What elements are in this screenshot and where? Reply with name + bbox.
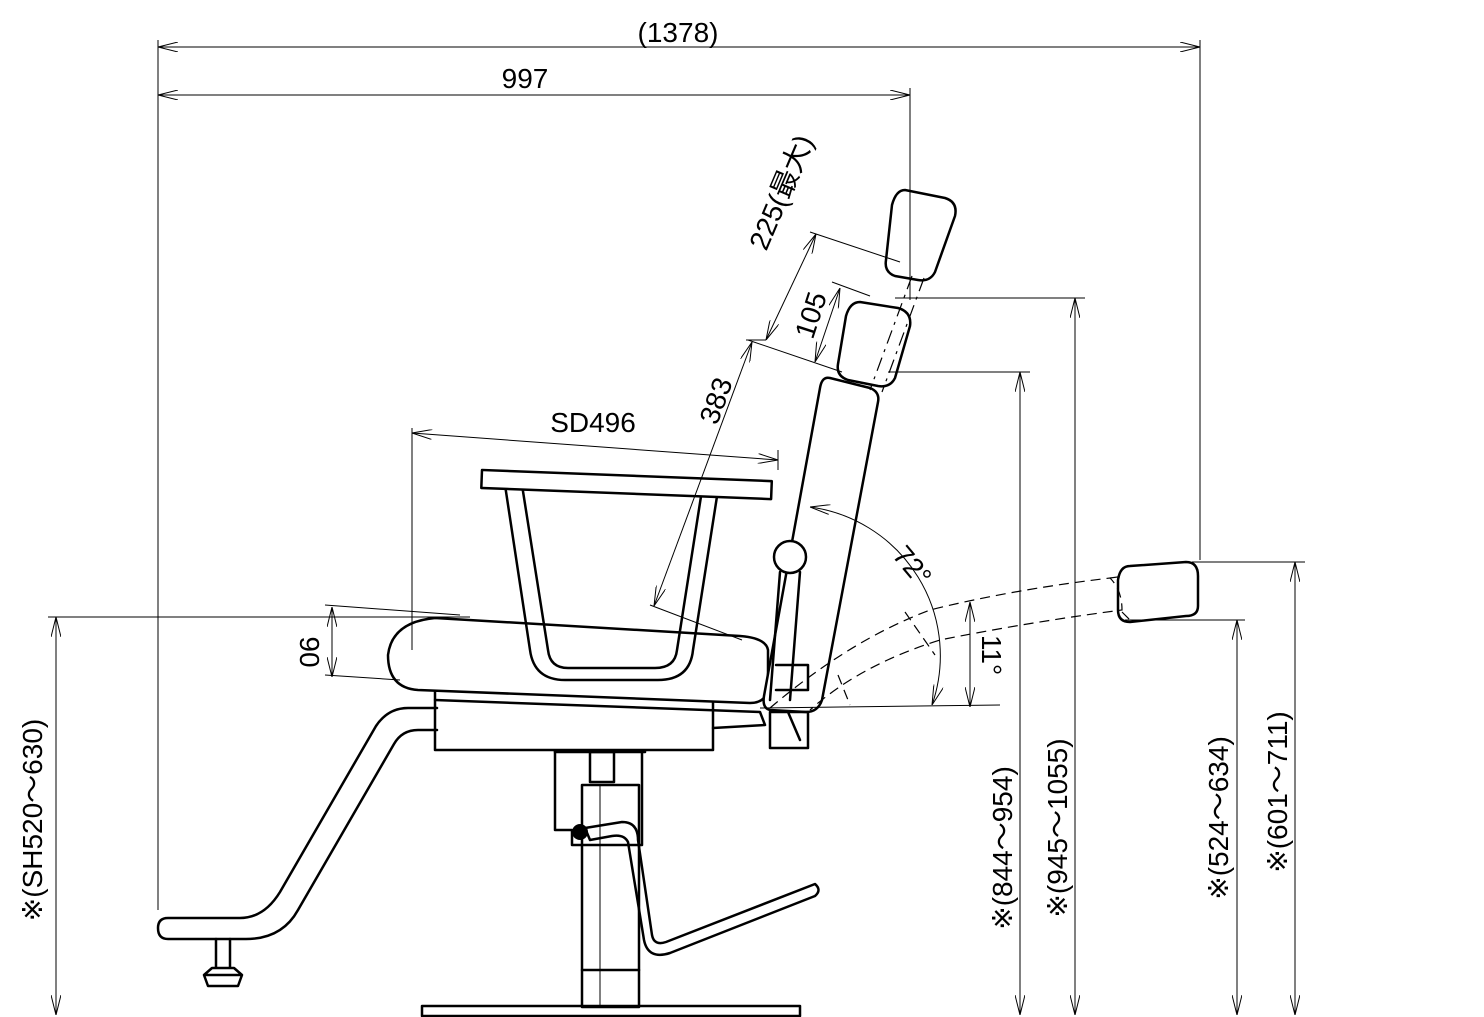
- footrest-frame: [156, 706, 439, 941]
- footrest-adjuster: [202, 937, 244, 988]
- dim-line-headrest-height: [815, 288, 840, 362]
- label-backrest-length: 383: [694, 373, 739, 428]
- label-overall-length: (1378): [638, 17, 719, 48]
- label-seat-height: ※(SH520～630): [17, 719, 48, 921]
- armrest-pad: [480, 468, 774, 501]
- label-headrest-travel: 225(最大): [743, 130, 819, 254]
- pump-housing: [553, 748, 644, 847]
- chair-body: [156, 188, 1200, 1017]
- dim-line-headrest-travel: [766, 234, 816, 340]
- armrest: [503, 483, 720, 682]
- recline-lever-knob: [772, 539, 808, 575]
- label-headrest-height: 105: [789, 288, 833, 342]
- label-length: 997: [502, 63, 549, 94]
- label-reclined-low: ※(524～634): [1203, 736, 1234, 900]
- pump-pedal: [583, 820, 820, 957]
- dim-line-backrest-length: [654, 342, 752, 606]
- label-seat-depth: SD496: [550, 407, 636, 438]
- reclined-headrest-phantom: [1116, 560, 1200, 624]
- hydraulic-column: [580, 783, 641, 1009]
- dimension-labels: (1378) 997 225(最大) 105 383 SD496 90 72° …: [17, 17, 1293, 930]
- label-seat-thickness: 90: [294, 636, 325, 667]
- backrest-hinge: [768, 710, 810, 750]
- headrest-raised: [884, 188, 957, 282]
- label-seat-angle: 11°: [976, 635, 1007, 675]
- label-backrest-height: ※(844～954): [987, 766, 1018, 930]
- dim-arc-recline-angle: [810, 507, 940, 705]
- dimension-lines: [48, 40, 1305, 1015]
- label-headrest-top-height: ※(945～1055): [1042, 738, 1073, 917]
- label-reclined-high: ※(601～711): [1262, 711, 1293, 872]
- seat-cushion: [386, 616, 770, 705]
